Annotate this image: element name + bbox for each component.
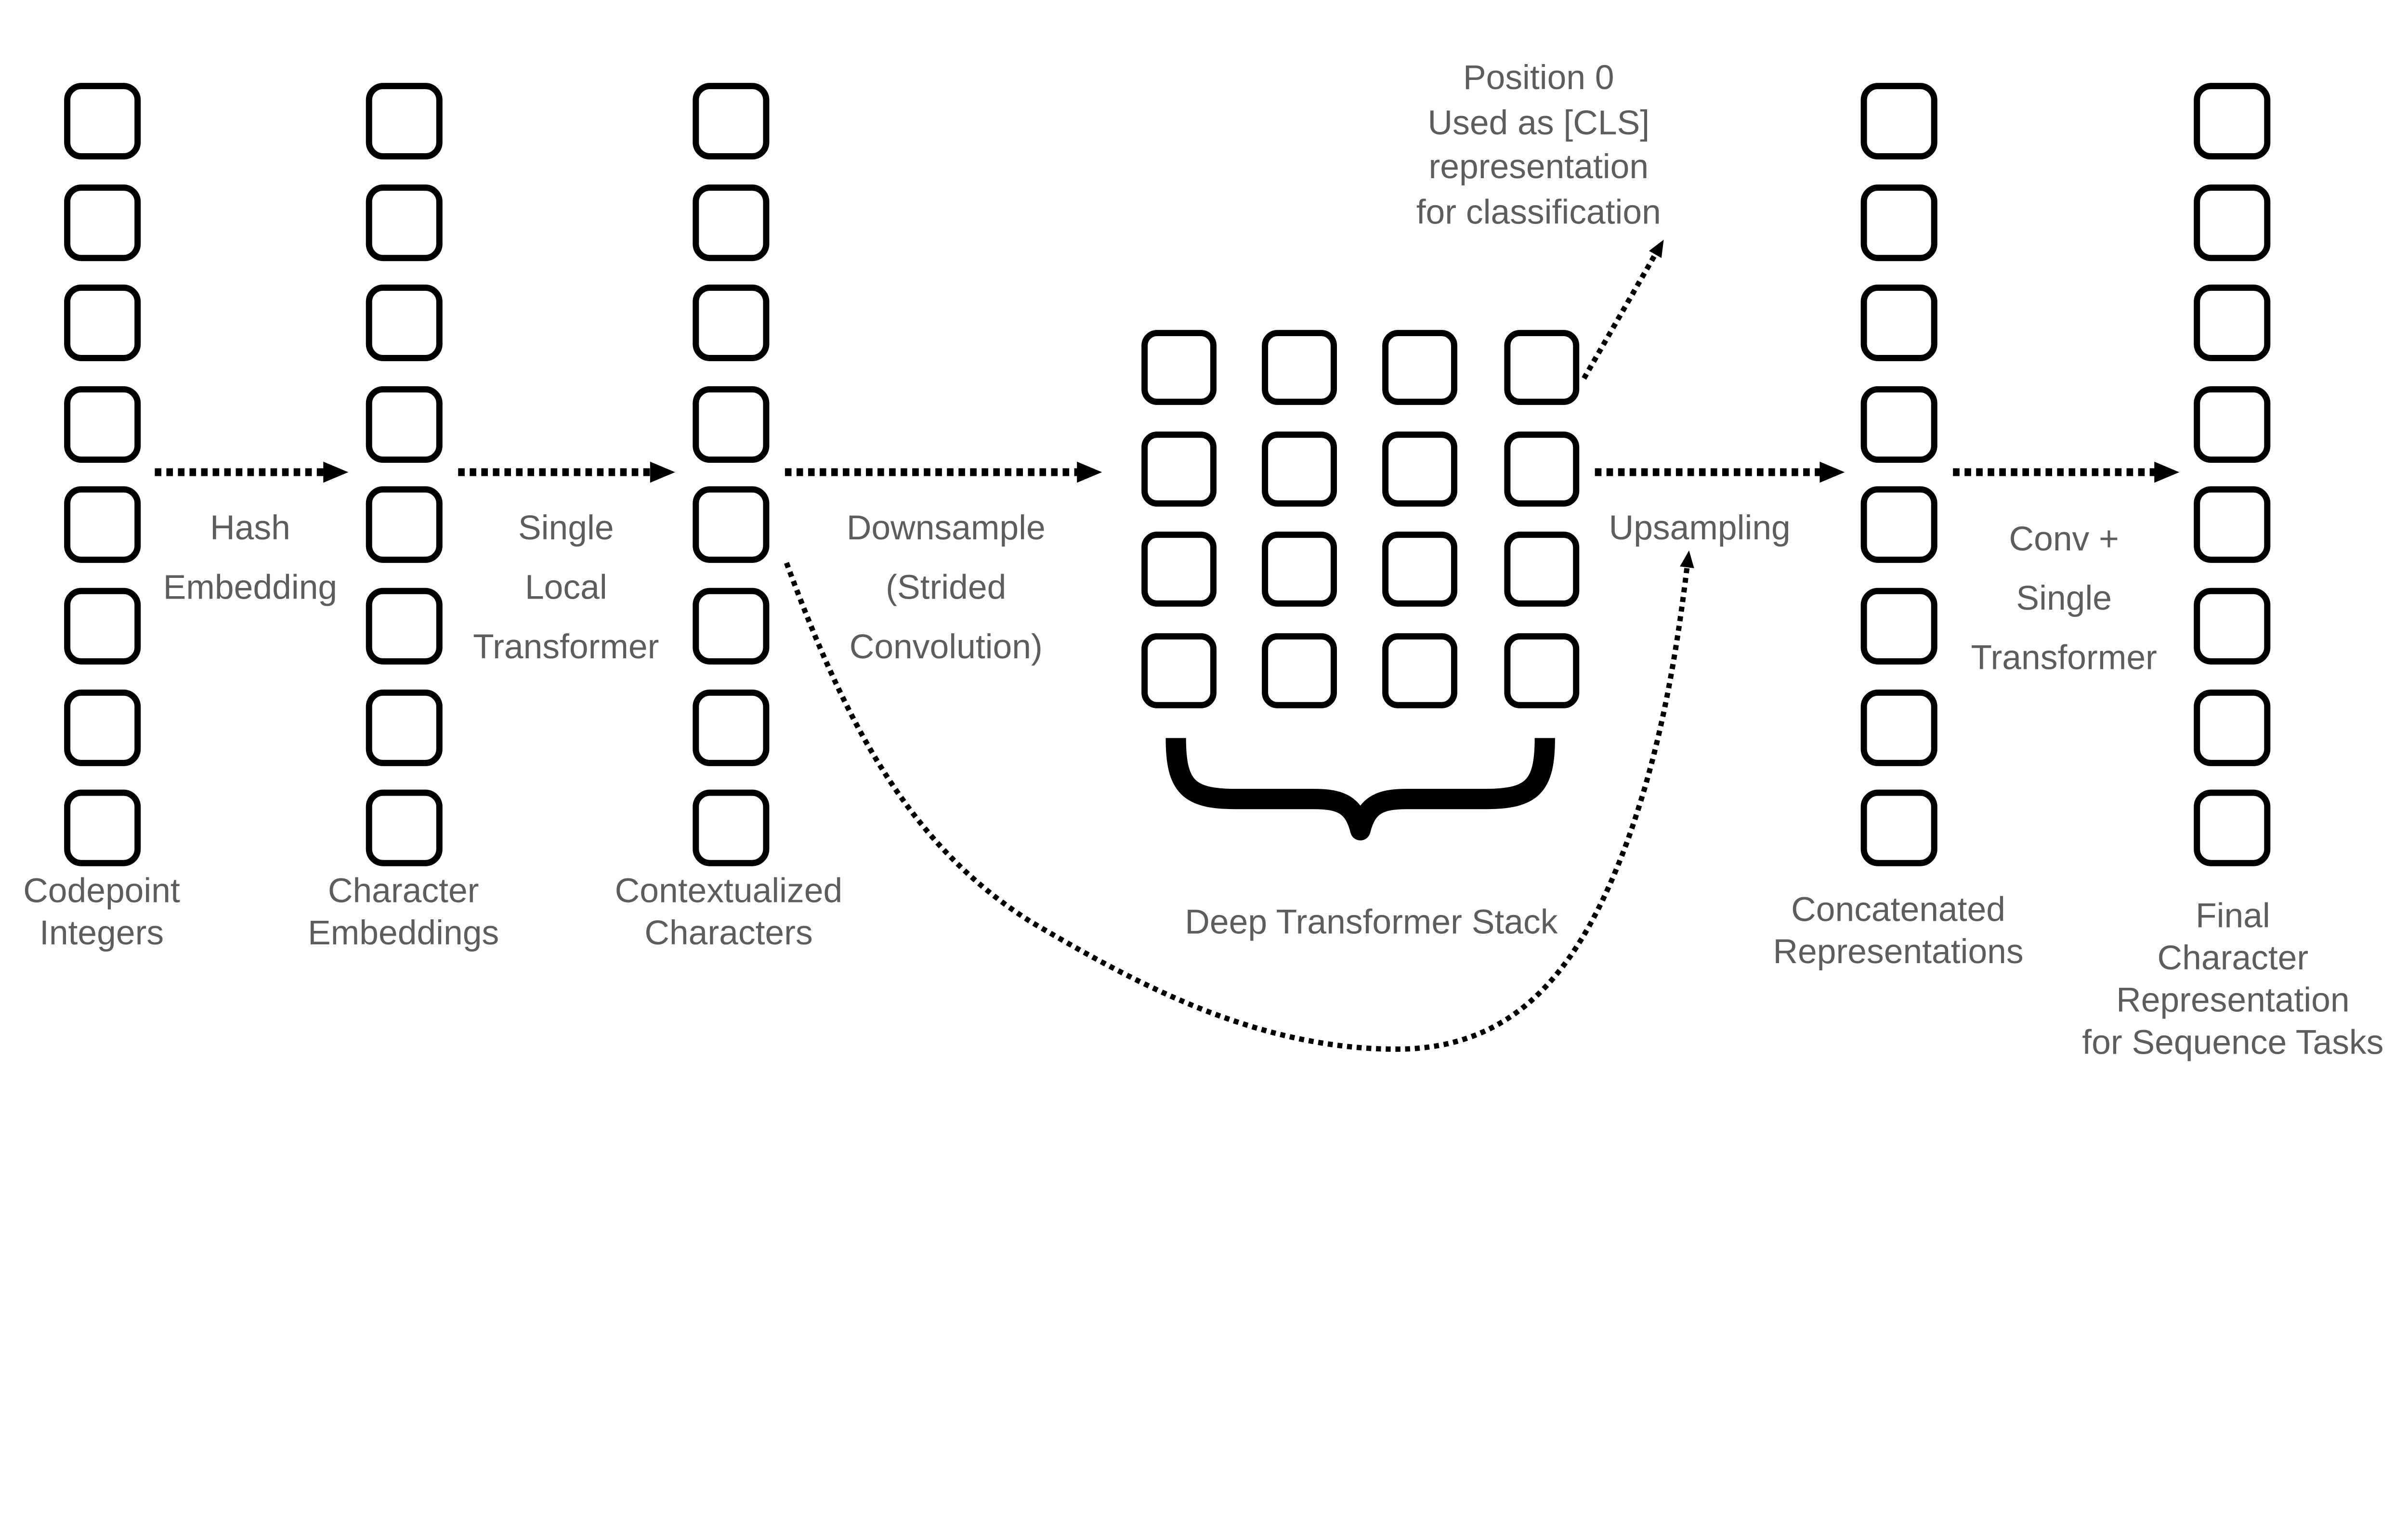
token-box (1141, 532, 1217, 607)
downsample-label: Downsample (Strided Convolution) (846, 508, 1046, 666)
concatenated-representations-column (1860, 83, 1937, 867)
local-transformer-label: Single Local Transformer (473, 508, 659, 666)
token-box (1860, 790, 1937, 867)
token-box (1503, 330, 1579, 405)
contextualized-characters-label: Contextualized Characters (615, 871, 843, 953)
token-box (1383, 330, 1458, 405)
token-box (63, 486, 140, 564)
token-box (366, 83, 443, 160)
concatenated-representations-label: Concatenated Representations (1773, 889, 2024, 971)
token-box (366, 285, 443, 362)
codepoint-integers-label: Codepoint Integers (23, 871, 180, 953)
token-box (366, 689, 443, 766)
token-box (366, 386, 443, 463)
token-box (1860, 486, 1937, 564)
final-representation-label: Final Character Representation for Seque… (2082, 896, 2384, 1062)
upsampling-label: Upsampling (1609, 508, 1791, 548)
token-box (1503, 431, 1579, 506)
token-box (63, 689, 140, 766)
hash-embedding-label: Hash Embedding (163, 508, 338, 607)
token-box (1383, 633, 1458, 708)
token-box (1262, 431, 1337, 506)
cls-annotation: Position 0 Used as [CLS] representation … (1416, 58, 1661, 231)
token-box (2194, 183, 2271, 261)
token-box (2194, 588, 2271, 665)
token-box (63, 183, 140, 261)
token-box (1383, 431, 1458, 506)
token-box (1860, 285, 1937, 362)
deep-transformer-grid (1141, 330, 1579, 708)
conv-transformer-label: Conv + Single Transformer (1971, 519, 2157, 677)
token-box (693, 183, 770, 261)
curly-brace-icon (1165, 738, 1555, 841)
token-box (63, 285, 140, 362)
contextualized-characters-column (693, 83, 770, 867)
token-box (1860, 386, 1937, 463)
character-embeddings-column (366, 83, 443, 867)
token-box (366, 486, 443, 564)
architecture-diagram: Position 0 Used as [CLS] representation … (23, 58, 2384, 1062)
token-box (693, 790, 770, 867)
token-box (1860, 689, 1937, 766)
token-box (2194, 83, 2271, 160)
token-box (2194, 790, 2271, 867)
token-box (1141, 633, 1217, 708)
token-box (693, 689, 770, 766)
token-box (1383, 532, 1458, 607)
token-box (1860, 588, 1937, 665)
token-box (366, 790, 443, 867)
token-box (366, 588, 443, 665)
token-box (366, 183, 443, 261)
cls-position0-arrow (1582, 239, 1664, 380)
token-box (1262, 633, 1337, 708)
token-box (63, 386, 140, 463)
token-box (1262, 532, 1337, 607)
token-box (1503, 532, 1579, 607)
token-box (693, 386, 770, 463)
token-box (693, 83, 770, 160)
token-box (1262, 330, 1337, 405)
token-box (2194, 486, 2271, 564)
token-box (2194, 386, 2271, 463)
token-box (1141, 330, 1217, 405)
token-box (63, 588, 140, 665)
token-box (693, 285, 770, 362)
final-representation-column (2194, 83, 2271, 867)
token-box (693, 486, 770, 564)
token-box (693, 588, 770, 665)
token-box (2194, 285, 2271, 362)
token-box (2194, 689, 2271, 766)
token-box (1860, 83, 1937, 160)
token-box (1860, 183, 1937, 261)
token-box (63, 790, 140, 867)
token-box (63, 83, 140, 160)
codepoint-integers-column (63, 83, 140, 867)
deep-transformer-stack-label: Deep Transformer Stack (1185, 902, 1558, 941)
token-box (1141, 431, 1217, 506)
character-embeddings-label: Character Embeddings (308, 871, 499, 953)
token-box (1503, 633, 1579, 708)
